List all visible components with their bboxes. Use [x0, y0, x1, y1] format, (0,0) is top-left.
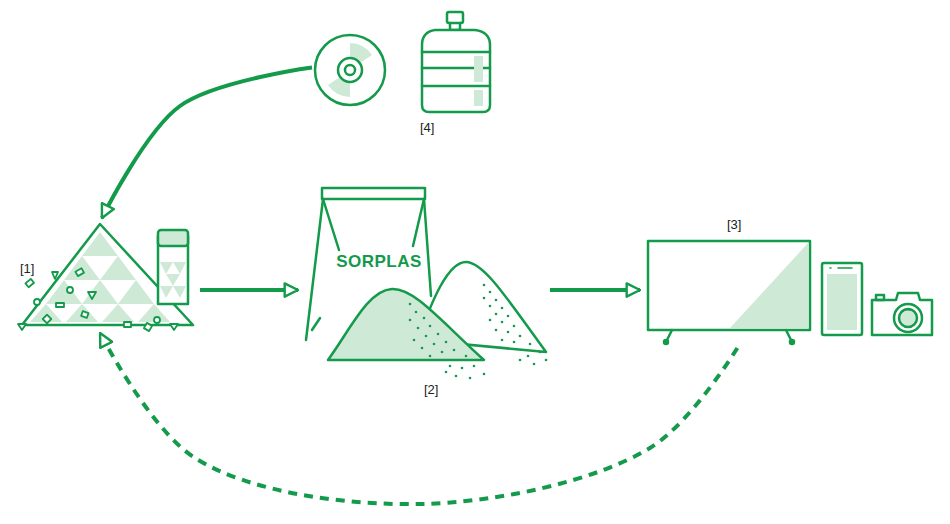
camera-button: [876, 295, 884, 300]
jug-cap: [447, 12, 463, 23]
sorplas-bag-icon: [306, 188, 547, 379]
tv-screen: [648, 241, 810, 330]
plastic-pile-icon: [18, 224, 193, 331]
pile-pattern: [30, 232, 170, 322]
camera-icon: [872, 293, 932, 335]
illustration-group: [4]: [312, 10, 492, 135]
illustration-group: SORPLAS [2]: [298, 185, 550, 398]
water-jug-icon: [422, 12, 490, 112]
callout-number: [1]: [20, 262, 34, 276]
bag-shine: [312, 318, 320, 330]
phone-speaker: [830, 267, 852, 269]
disc-shine: [350, 43, 372, 63]
product-name: SORPLAS: [334, 252, 424, 272]
bottle-lid: [158, 230, 188, 246]
camera-lens: [894, 304, 922, 332]
camera-glass: [899, 309, 917, 327]
disc-hole: [345, 65, 355, 75]
jug-shine: [474, 90, 483, 106]
disc-ring: [338, 58, 362, 82]
green-pellet-pile: [328, 289, 484, 360]
tv-legs: [666, 330, 792, 342]
illustration-group: [1]: [15, 218, 200, 333]
flow-arrow: [550, 288, 640, 292]
jug-ridges: [422, 52, 490, 86]
jug-body: [422, 30, 490, 112]
pellet-dots: [483, 284, 548, 366]
pellet-dots: [409, 303, 486, 380]
pile-outline: [22, 224, 193, 325]
flow-arrow: [102, 68, 312, 219]
disc-outline: [315, 35, 385, 105]
flow-arrow: [200, 288, 298, 292]
camera-body: [872, 293, 932, 335]
phone-screen: [827, 274, 857, 330]
tv-shine: [730, 243, 808, 328]
illustration-group: [3]: [640, 215, 935, 348]
pellet-bottle: [158, 230, 188, 304]
jug-shine: [474, 56, 483, 82]
tv-icon: [648, 241, 810, 344]
callout-number: [2]: [424, 383, 438, 397]
plastic-flakes: [18, 268, 178, 331]
return-arrow: [100, 333, 737, 504]
phone-body: [822, 263, 862, 335]
phone-icon: [822, 263, 862, 335]
callout-number: [3]: [727, 218, 741, 232]
callout-number: [4]: [420, 121, 434, 135]
bag-folds: [323, 199, 424, 250]
disc-shine: [328, 77, 350, 97]
disc-icon: [315, 35, 385, 105]
bag-top: [322, 188, 425, 199]
